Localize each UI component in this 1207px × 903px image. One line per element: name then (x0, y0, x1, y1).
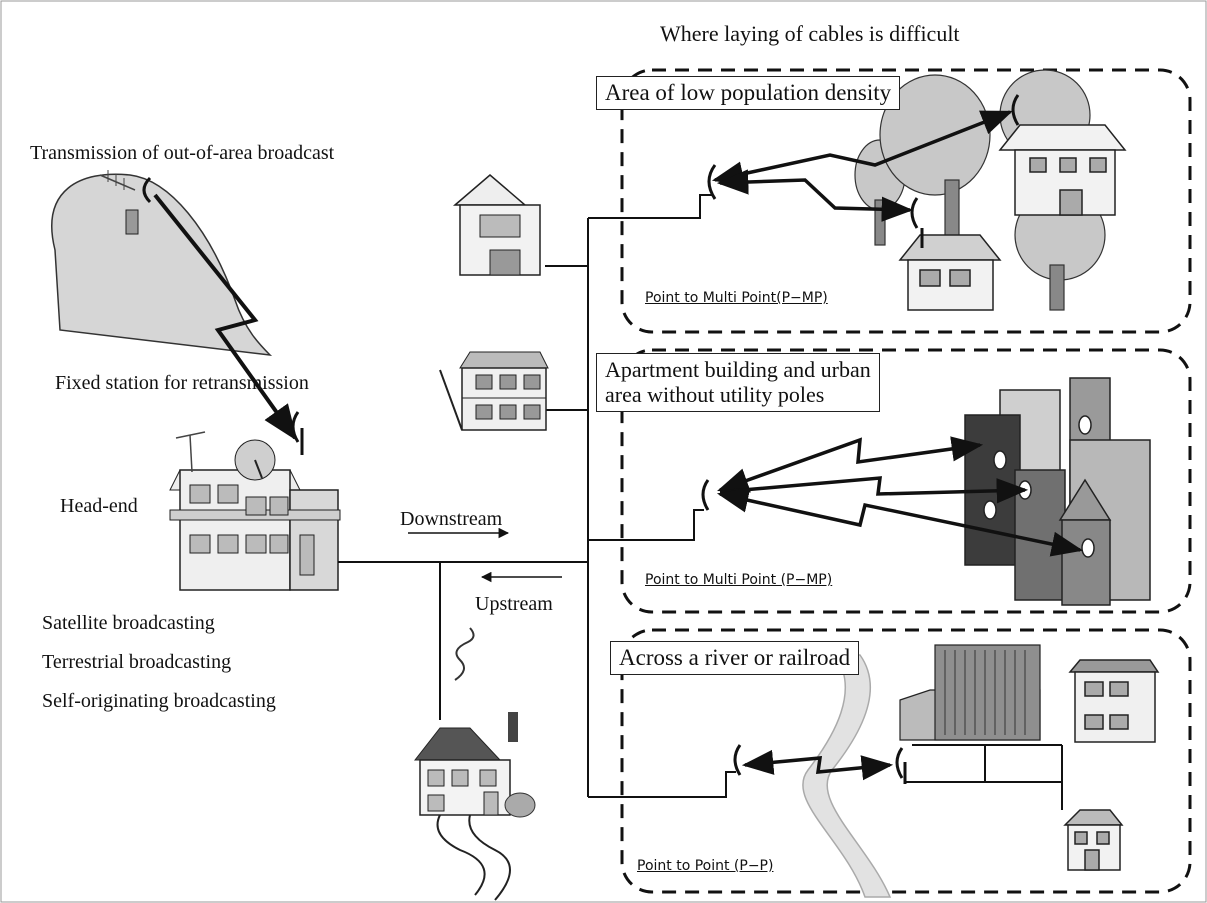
area-box-low-density (620, 68, 1192, 334)
source-satellite: Satellite broadcasting (42, 612, 215, 634)
downstream-label: Downstream (400, 508, 503, 530)
link-type-river: Point to Point (P−P) (637, 858, 774, 874)
source-terrestrial: Terrestrial broadcasting (42, 651, 232, 673)
house-with-chimney-icon (413, 627, 536, 901)
house-icon (898, 234, 1002, 311)
area-title-low-density: Area of low population density (596, 76, 901, 111)
pmp-link (711, 110, 1013, 187)
pmp-link (716, 169, 914, 222)
head-end-label: Head-end (60, 495, 138, 517)
dish-antenna-icon (701, 479, 710, 511)
transmission-label: Transmission of out-of-area broadcast (30, 142, 335, 164)
area-title-urban-line1: Apartment building and urban (605, 357, 871, 382)
area-box-urban (620, 348, 1192, 614)
retransmission-link (153, 193, 298, 441)
apartment-icon (439, 351, 549, 431)
area-title-urban: Apartment building and urban area withou… (596, 353, 880, 412)
source-self-originating: Self-originating broadcasting (42, 690, 276, 712)
area-box-river (620, 628, 1192, 894)
dish-antenna-icon (707, 164, 717, 200)
house-icon (1063, 809, 1124, 871)
hill-icon (51, 170, 273, 357)
pmp-link (717, 436, 984, 493)
link-type-low-density: Point to Multi Point(P−MP) (645, 290, 828, 306)
office-building-icon (899, 644, 1041, 741)
apartment-icon (1068, 659, 1160, 743)
pp-link (741, 749, 894, 781)
pmp-link (716, 487, 1084, 557)
diagram-title: Where laying of cables is difficult (660, 21, 960, 46)
cable-network (338, 194, 1063, 810)
link-type-urban: Point to Multi Point (P−MP) (645, 572, 833, 588)
area-title-river: Across a river or railroad (610, 641, 860, 676)
house-icon (998, 124, 1127, 216)
head-end-building-icon (169, 411, 341, 591)
area-title-urban-line2: area without utility poles (605, 382, 825, 408)
upstream-label: Upstream (475, 593, 553, 615)
river-icon (802, 654, 892, 898)
house-icon (452, 174, 541, 276)
dish-antenna-icon (733, 744, 907, 784)
fixed-station-label: Fixed station for retransmission (55, 372, 309, 394)
